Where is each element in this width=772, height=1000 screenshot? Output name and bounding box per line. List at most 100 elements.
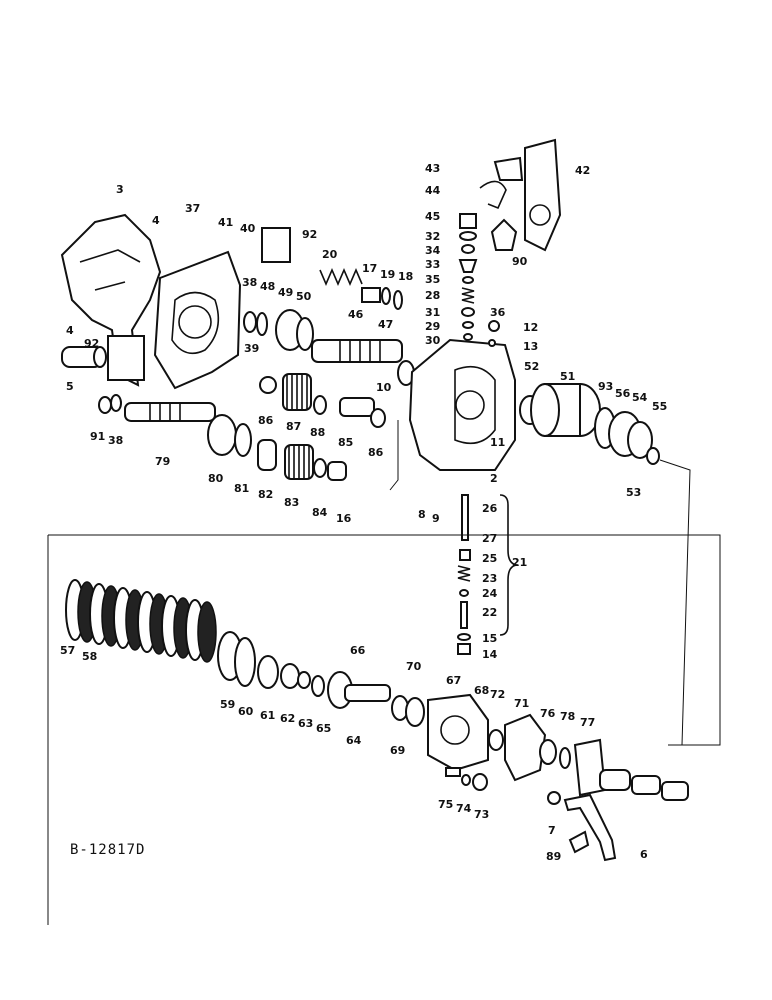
callout-5: 5 <box>66 380 74 393</box>
callout-48: 48 <box>260 280 275 293</box>
callout-23: 23 <box>482 572 497 585</box>
ring-63 <box>297 671 311 689</box>
callout-6: 6 <box>640 848 648 861</box>
spring-60 <box>234 637 256 687</box>
callout-17: 17 <box>362 262 377 275</box>
callout-92a: 92 <box>302 228 317 241</box>
rod-26 <box>461 494 469 541</box>
callout-85: 85 <box>338 436 353 449</box>
callout-43: 43 <box>425 162 440 175</box>
callout-36: 36 <box>490 306 506 319</box>
callout-78: 78 <box>560 710 575 723</box>
ring-19 <box>381 287 391 305</box>
lever-6 <box>563 793 617 862</box>
ring-48 <box>256 312 268 336</box>
plate-92 <box>261 227 291 263</box>
output-coupling <box>599 769 689 801</box>
callout-10: 10 <box>376 381 392 394</box>
callout-88: 88 <box>310 426 325 439</box>
callout-20: 20 <box>322 248 338 261</box>
callout-27: 27 <box>482 532 497 545</box>
ring-70 <box>405 697 425 727</box>
callout-89: 89 <box>546 850 561 863</box>
callout-38a: 38 <box>242 276 257 289</box>
bearing-80 <box>207 414 237 456</box>
callout-45: 45 <box>425 210 440 223</box>
callout-61: 61 <box>260 709 275 722</box>
callout-66: 66 <box>350 644 366 657</box>
callout-39: 39 <box>244 342 259 355</box>
callout-2: 2 <box>490 472 498 485</box>
callout-54: 54 <box>632 391 648 404</box>
shaft-79 <box>124 402 216 422</box>
callout-51: 51 <box>560 370 575 383</box>
callout-50: 50 <box>296 290 312 303</box>
callout-26: 26 <box>482 502 498 515</box>
washer-38b <box>110 394 122 412</box>
clip-89 <box>568 830 590 854</box>
callout-11: 11 <box>490 436 505 449</box>
callout-35: 35 <box>425 273 440 286</box>
callout-73: 73 <box>474 808 489 821</box>
washer-62 <box>280 663 300 689</box>
ball-24 <box>459 589 469 597</box>
callout-14: 14 <box>482 648 498 661</box>
callout-91: 91 <box>90 430 105 443</box>
ring-61 <box>257 655 279 689</box>
callout-12: 12 <box>523 321 538 334</box>
callout-4a: 4 <box>152 214 160 227</box>
bearing-65 <box>311 675 325 697</box>
callout-59: 59 <box>220 698 235 711</box>
callout-22: 22 <box>482 606 497 619</box>
plug-14 <box>457 643 471 655</box>
sleeve-16 <box>327 461 347 481</box>
housing-cover <box>60 213 162 387</box>
callout-67: 67 <box>446 674 461 687</box>
ring-15 <box>457 633 471 641</box>
pin-5 <box>61 346 107 368</box>
connector-line <box>47 420 721 925</box>
ring-12 <box>488 320 500 332</box>
callout-28: 28 <box>425 289 440 302</box>
cover-71 <box>504 713 547 782</box>
bracket-42 <box>524 138 562 252</box>
pump-body-67 <box>427 693 489 772</box>
callout-86b: 86 <box>368 446 384 459</box>
pin-22 <box>460 601 468 629</box>
callout-68: 68 <box>474 684 489 697</box>
callout-90: 90 <box>512 255 528 268</box>
callout-80: 80 <box>208 472 224 485</box>
shaft-85 <box>339 397 375 417</box>
bearing-88 <box>313 395 327 415</box>
ring-78 <box>559 747 571 769</box>
plate-54 <box>627 421 653 459</box>
callout-81: 81 <box>234 482 249 495</box>
callout-13: 13 <box>523 340 538 353</box>
callout-60: 60 <box>238 705 254 718</box>
callout-70: 70 <box>406 660 422 673</box>
callout-65: 65 <box>316 722 331 735</box>
callout-41: 41 <box>218 216 233 229</box>
callout-46: 46 <box>348 308 364 321</box>
callout-63: 63 <box>298 717 313 730</box>
pin-75 <box>445 767 461 777</box>
clip-43 <box>493 156 524 181</box>
callout-9: 9 <box>432 512 440 525</box>
callout-38b: 38 <box>108 434 123 447</box>
shaft-46 <box>311 339 403 363</box>
callout-75: 75 <box>438 798 453 811</box>
callout-40: 40 <box>240 222 256 235</box>
callout-8: 8 <box>418 508 426 521</box>
callout-71: 71 <box>514 697 529 710</box>
bracket-21 <box>499 494 519 636</box>
washer-86b <box>370 408 386 428</box>
callout-4b: 4 <box>66 324 74 337</box>
callout-33: 33 <box>425 258 440 271</box>
drawing-reference-number: B-12817D <box>70 842 146 858</box>
shaft-64 <box>327 671 391 709</box>
callout-53: 53 <box>626 486 641 499</box>
callout-7: 7 <box>548 824 556 837</box>
ball-13 <box>488 339 496 347</box>
drum-51 <box>530 383 601 437</box>
